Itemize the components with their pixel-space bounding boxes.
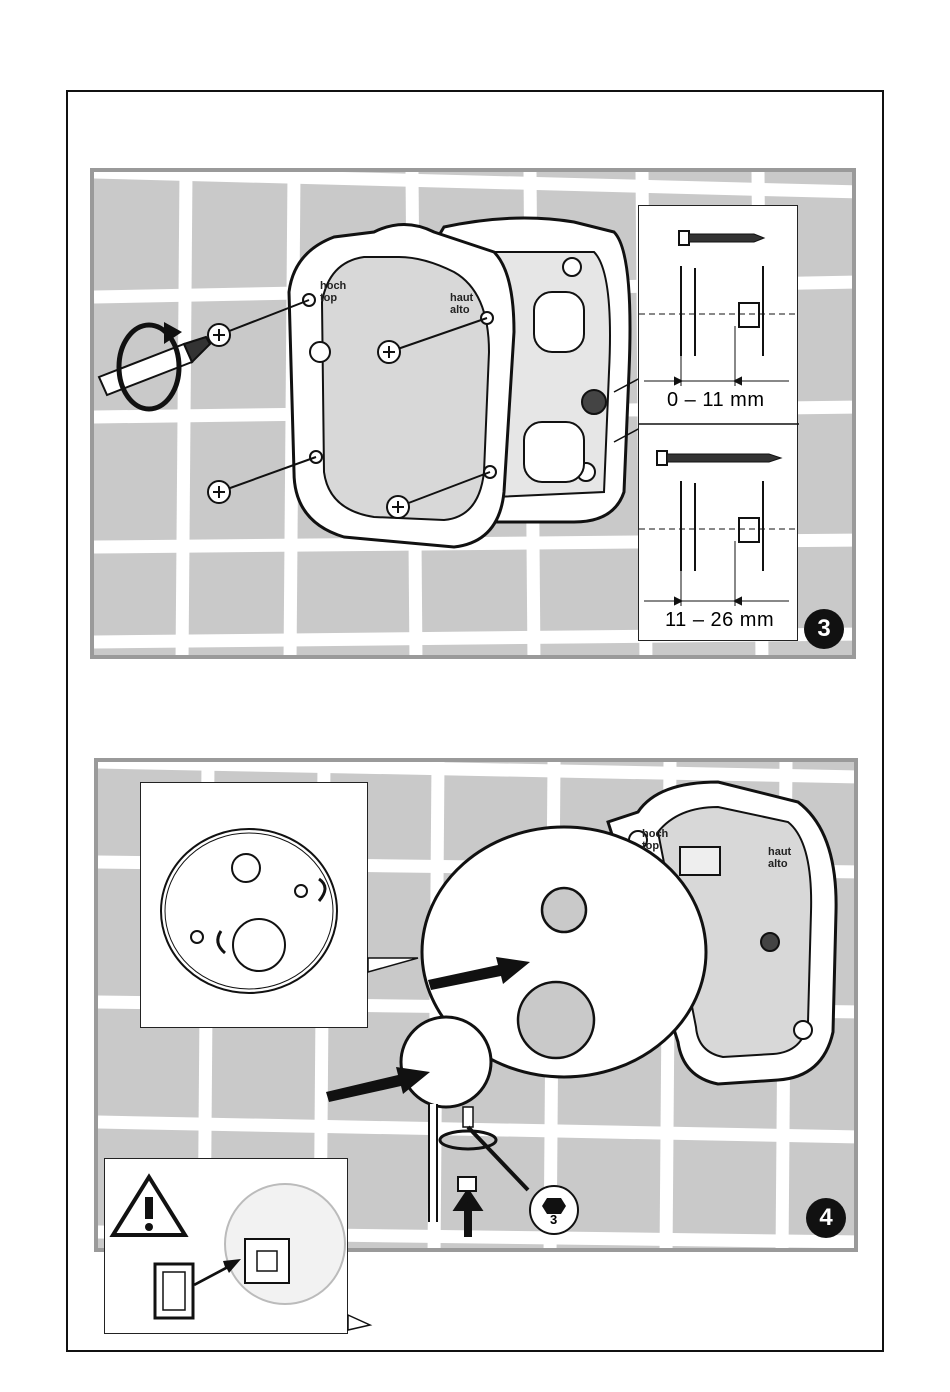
warning-inset-tail xyxy=(0,0,950,1392)
